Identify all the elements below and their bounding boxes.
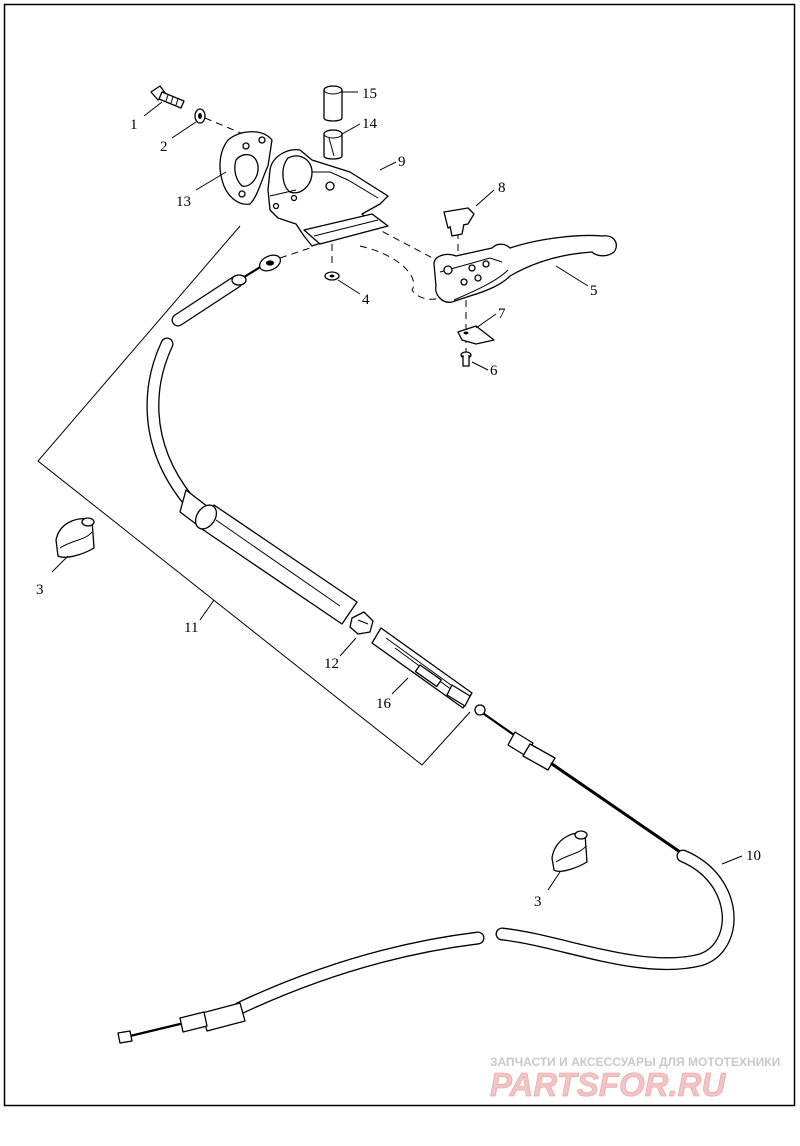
watermark-tagline: ЗАПЧАСТИ И АКСЕССУАРЫ ДЛЯ МОТОТЕХНИКИ (490, 1055, 780, 1069)
callout-7: 7 (498, 306, 506, 322)
part-8-pin (443, 207, 475, 237)
cable-curved-section (146, 337, 213, 531)
callout-16: 16 (376, 696, 392, 712)
assembly-line-cable (279, 247, 311, 259)
cable-boot (194, 504, 358, 625)
assembly-line-lever (359, 245, 453, 300)
part-16-adjuster (371, 627, 473, 709)
callout-9: 9 (398, 154, 406, 170)
watermark: ЗАПЧАСТИ И АКСЕССУАРЫ ДЛЯ МОТОТЕХНИКИ PA… (490, 1055, 781, 1103)
part-15-pin (323, 85, 343, 122)
watermark-logo: PARTSFOR.RU (490, 1066, 726, 1103)
part-3-clip-upper (55, 517, 95, 558)
assembly-line-pivot (371, 225, 441, 263)
part-12-nut (349, 611, 374, 635)
diagram-frame (3, 3, 796, 1107)
callout-11: 11 (184, 620, 198, 636)
callout-13: 13 (176, 194, 191, 210)
callout-6: 6 (490, 363, 498, 379)
part-14-bushing (323, 129, 343, 160)
part-3-clip-lower (551, 830, 588, 872)
callout-3-lower: 3 (534, 894, 542, 910)
callout-5: 5 (590, 283, 598, 299)
group-bracket-11 (37, 225, 471, 766)
leader-lines (51, 91, 743, 891)
part-2-washer (194, 108, 206, 124)
callout-8: 8 (498, 180, 506, 196)
callout-14: 14 (362, 116, 378, 132)
callout-10: 10 (746, 848, 761, 864)
cable-lower-assembly (117, 704, 735, 1044)
part-5-lever (433, 234, 617, 303)
part-13-clamp (219, 131, 273, 205)
callout-15: 15 (362, 86, 377, 102)
part-4-washer (324, 271, 340, 281)
part-1-bolt (150, 85, 185, 109)
part-6-screw (460, 351, 472, 367)
cable-upper-end (171, 254, 282, 327)
callout-2: 2 (160, 139, 168, 155)
part-7-clip (457, 325, 495, 345)
callout-12: 12 (324, 656, 339, 672)
callouts: 1 2 13 15 14 9 8 5 7 6 4 3 11 12 16 10 3 (36, 86, 761, 910)
callout-1: 1 (130, 117, 138, 133)
callout-3-upper: 3 (36, 582, 44, 598)
part-9-housing (267, 149, 389, 247)
callout-4: 4 (362, 292, 370, 308)
